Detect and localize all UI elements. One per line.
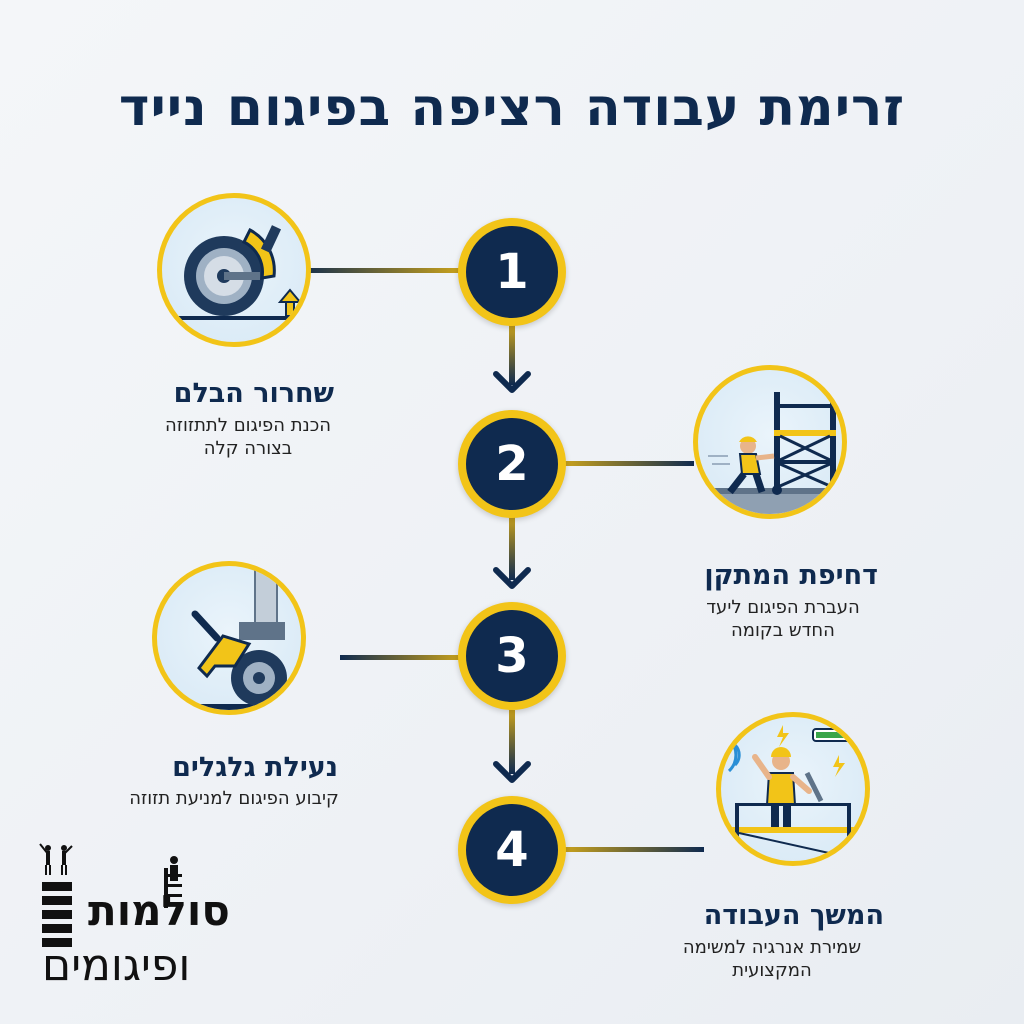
step-description-1-line-2: בצורה קלה	[203, 438, 293, 459]
step-description-1: הכנת הפיגום לתתזוזה בצורה קלה	[138, 414, 358, 460]
step-number-2: 2	[458, 410, 566, 518]
worker-on-scaffold-icon	[716, 712, 870, 866]
step-description-3-line-1: קיבוע הפיגום למניעת תזוזה	[129, 788, 339, 809]
climber-logo-icon	[164, 856, 182, 908]
step-number-1: 1	[458, 218, 566, 326]
step-description-2-line-2: החדש בקומה	[731, 620, 835, 641]
connector-line-2	[564, 461, 694, 466]
connector-line-4	[564, 847, 704, 852]
step-heading-4: המשך העבודה	[703, 900, 884, 931]
connector-line-3	[340, 655, 462, 660]
ladder-logo-icon	[39, 843, 73, 947]
page-title: זרימת עבודה רציפה בפיגום נייד	[118, 78, 906, 138]
step-description-1-line-1: הכנת הפיגום לתתזוזה	[164, 415, 332, 436]
step-heading-1: שחרור הבלם	[173, 378, 334, 409]
arrow-down-3	[493, 710, 531, 783]
arrow-down-2	[493, 516, 531, 589]
worker-pushing-scaffold-icon	[693, 365, 847, 519]
step-number-4: 4	[458, 796, 566, 904]
caster-brake-lock-icon	[152, 561, 306, 715]
logo-text-line-1: סולמות	[88, 886, 230, 935]
step-description-4-line-1: שמירת אנרגיה למשימה	[682, 937, 862, 958]
brand-logo: סולמות ופיגומים	[36, 842, 230, 988]
step-heading-2: דחיפת המתקן	[704, 560, 878, 591]
step-description-4: שמירת אנרגיה למשימה המקצועית	[652, 936, 892, 982]
step-description-2: העברת הפיגום ליעד החדש בקומה	[678, 596, 888, 642]
step-description-2-line-1: העברת הפיגום ליעד	[706, 597, 860, 618]
caster-brake-release-icon	[157, 193, 311, 347]
arrow-down-1	[493, 325, 531, 393]
step-description-4-line-2: המקצועית	[732, 960, 812, 981]
connector-line-1	[298, 268, 460, 273]
step-description-3: קיבוע הפיגום למניעת תזוזה	[104, 787, 364, 810]
logo-text-line-2: ופיגומים	[42, 940, 191, 991]
step-number-3: 3	[458, 602, 566, 710]
step-heading-3: נעילת גלגלים	[172, 752, 338, 783]
